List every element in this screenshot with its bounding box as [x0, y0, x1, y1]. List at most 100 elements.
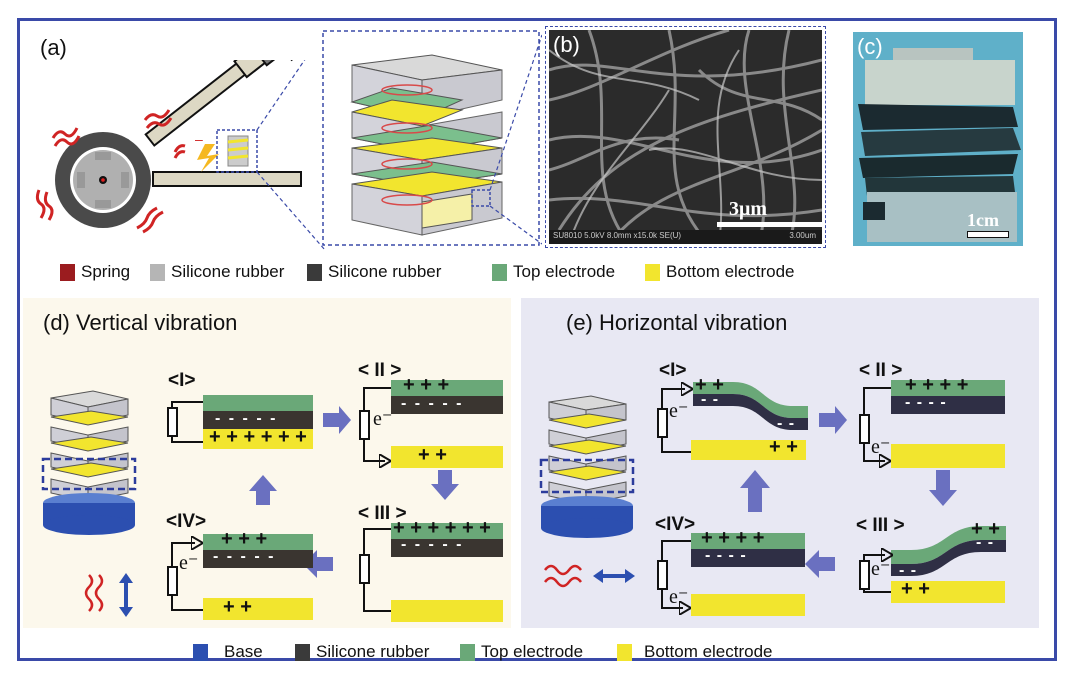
d-IV-electron-label: e⁻: [179, 552, 199, 574]
panel-d-title: (d) Vertical vibration: [43, 310, 238, 335]
horizontal-vibration-indicator: [544, 564, 635, 588]
d-III-positive-charges: + + + + + +: [393, 517, 491, 539]
legend-top-silicone-light: Silicone rubber: [150, 262, 284, 282]
d-III-resistor: [359, 554, 370, 584]
legend-bottom-base: Base: [193, 642, 263, 662]
e-II-rubber: [891, 396, 1005, 414]
lightning-bolt-icon: [197, 144, 219, 172]
e-I-negative-charges-right: - -: [777, 415, 796, 432]
e-III-negative-charges-left: - -: [899, 562, 918, 579]
d-IV-positive-charges-bottom: + +: [223, 596, 252, 618]
arrow-down-icon: [929, 470, 957, 506]
d-IV-bottom-electrode: [203, 598, 313, 620]
d-III-top-electrode: [391, 523, 503, 539]
device-on-base: [539, 395, 635, 538]
d-I-rubber: [203, 411, 313, 429]
panel-e: (e) Horizontal vibration: [521, 298, 1039, 628]
panel-b-label: (b): [553, 32, 580, 57]
legend-bottom-bottom-electrode: Bottom electrode: [617, 642, 773, 662]
e-I-electron-label: e⁻: [669, 400, 689, 422]
arrow-right-icon: [323, 406, 351, 434]
silicone-light-swatch: [150, 263, 165, 281]
photo-scale-label: 1cm: [967, 210, 999, 230]
d-IV-negative-charges: - - - - -: [213, 548, 276, 565]
d-III-rubber: [391, 539, 503, 557]
figure-frame: [17, 18, 1057, 661]
sem-footer-right: 3.00um: [789, 231, 816, 240]
d-stage-III-label: < III >: [358, 503, 407, 524]
d-II-top-electrode: [391, 380, 503, 396]
d-stage-I-label: <I>: [168, 370, 196, 391]
d-I-negative-charges: - - - - -: [215, 410, 278, 427]
vertical-vibration-indicator: [84, 573, 133, 617]
e-I-negative-charges-left: - -: [701, 391, 720, 408]
d-stage-II-label: < II >: [358, 360, 402, 381]
d-II-negative-charges: - - - - -: [401, 395, 464, 412]
vehicle-suspension-illustration: –: [35, 60, 325, 250]
top-electrode-swatch: [460, 643, 475, 661]
bottom-electrode-swatch: [645, 263, 660, 281]
legend-top-silicone-dark: Silicone rubber: [307, 262, 441, 282]
sem-image: (b) 3μm SU8010 5.0kV 8.0mm x15.0k SE(U) …: [549, 30, 822, 244]
e-III-bent-layers: [891, 526, 1006, 576]
e-I-bent-layers: [693, 382, 808, 430]
d-II-resistor: [359, 410, 370, 440]
e-IV-top-electrode: [691, 533, 805, 549]
nanofiber-texture: [549, 30, 822, 244]
e-III-bottom-electrode: [891, 581, 1005, 603]
d-I-resistor: [167, 407, 178, 437]
d-IV-positive-charges: + + +: [221, 528, 268, 550]
e-III-resistor: [859, 560, 870, 590]
photo-scale-bar: [967, 231, 1009, 238]
e-II-resistor: [859, 414, 870, 444]
e-IV-bottom-electrode: [691, 594, 805, 616]
d-I-bottom-electrode: [203, 429, 313, 449]
e-II-negative-charges: - - - -: [905, 394, 947, 411]
e-II-top-electrode: [891, 380, 1005, 396]
panel-b-frame: [545, 26, 826, 248]
support-bar: [152, 171, 302, 187]
e-IV-electron-label: e⁻: [669, 586, 689, 608]
e-stage-IV-label: <IV>: [655, 514, 696, 535]
vibration-wave-icon: [544, 564, 582, 588]
arrow-up-icon: [249, 475, 277, 505]
e-IV-negative-charges: - - - -: [705, 547, 747, 564]
sem-footer-left: SU8010 5.0kV 8.0mm x15.0k SE(U): [553, 231, 682, 240]
sem-scale-bar: [717, 222, 822, 227]
device-on-base: [41, 390, 137, 535]
d-II-electron-label: e⁻: [373, 408, 393, 430]
top-electrode-swatch: [492, 263, 507, 281]
vertical-double-arrow-icon: [119, 573, 133, 617]
e-I-positive-charges-bottom: + +: [769, 436, 798, 458]
d-I-positive-charges: + + + + + +: [209, 426, 307, 448]
e-I-bottom-electrode: [691, 440, 806, 460]
legend-bottom-silicone: Silicone rubber: [295, 642, 429, 662]
spring-swatch: [60, 263, 75, 281]
base-swatch: [193, 643, 208, 661]
legend-bottom-top-electrode: Top electrode: [460, 642, 583, 662]
d-II-bottom-electrode: [391, 446, 503, 468]
svg-text:–: –: [195, 131, 203, 147]
vibration-marks: [35, 109, 186, 234]
arrow-left-icon: [805, 550, 835, 578]
e-II-positive-charges: + + + +: [905, 374, 969, 396]
shock-absorber-arm: [144, 60, 297, 147]
e-stage-I-label: <I>: [659, 360, 687, 381]
d-III-bottom-electrode: [391, 600, 503, 622]
e-II-bottom-electrode: [891, 444, 1005, 468]
d-II-positive-charges: + + +: [403, 374, 450, 396]
e-III-electron-label: e⁻: [871, 558, 891, 580]
d-IV-rubber: [203, 550, 313, 568]
horizontal-double-arrow-icon: [593, 569, 635, 583]
e-IV-positive-charges: + + + +: [701, 527, 765, 549]
panel-c-label: (c): [857, 34, 883, 59]
arrow-down-icon: [431, 470, 459, 500]
arrow-right-icon: [819, 406, 847, 434]
e-IV-resistor: [657, 560, 668, 590]
e-I-positive-charges: + +: [695, 374, 724, 396]
teng-device-3d-zoom: [322, 30, 542, 246]
arrow-up-icon: [740, 470, 770, 512]
panel-d: (d) Vertical vibration: [23, 298, 511, 628]
e-III-positive-charges-bottom: + +: [901, 578, 930, 600]
mini-teng-device: [227, 135, 249, 167]
